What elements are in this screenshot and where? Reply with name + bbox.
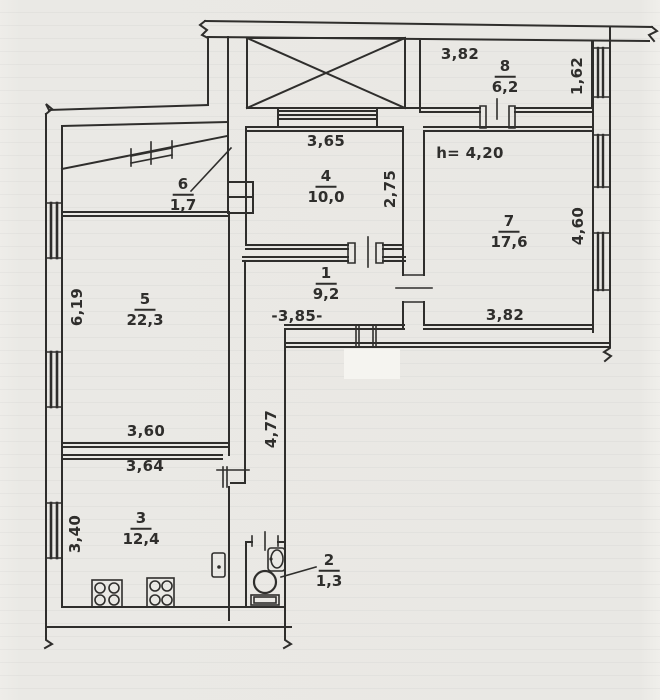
- dimension-label: 4,77: [262, 409, 280, 449]
- windows: [45, 46, 611, 560]
- door-marks: [216, 98, 516, 551]
- fixtures: [91, 547, 286, 608]
- room-number: 4: [315, 167, 337, 188]
- room-number: 6: [172, 175, 194, 196]
- dimension-label: 3,64: [125, 457, 165, 475]
- dimension-label: 3,60: [126, 422, 166, 440]
- dimension-label: 3,65: [306, 132, 346, 150]
- room-label-8: 8 6,2: [491, 57, 519, 97]
- room-label-5: 5 22,3: [126, 290, 164, 330]
- stove-icon: [91, 579, 123, 608]
- right-wall-windows: [592, 46, 611, 292]
- whiteout-patch: [344, 349, 400, 379]
- dimension-label: 2,75: [381, 169, 399, 209]
- stove-icon: [146, 577, 175, 608]
- room-label-6: 6 1,7: [169, 175, 197, 215]
- room-area: 17,6: [490, 233, 528, 251]
- room-label-4: 4 10,0: [307, 167, 345, 207]
- room-label-2: 2 1,3: [315, 551, 343, 591]
- room-area: 1,3: [315, 572, 343, 590]
- dimension-label: 4,60: [569, 206, 587, 246]
- room-number: 8: [494, 57, 516, 78]
- balcony-window: [130, 140, 173, 167]
- room-area: 6,2: [491, 78, 519, 96]
- room-number: 1: [315, 264, 337, 285]
- room-number: 3: [130, 509, 152, 530]
- kitchen-sink-icon: [211, 552, 226, 578]
- toilet-icon: [250, 569, 280, 606]
- room-label-7: 7 17,6: [490, 212, 528, 252]
- room-area: 22,3: [126, 311, 164, 329]
- room-number: 7: [498, 212, 520, 233]
- room-area: 12,4: [122, 530, 160, 548]
- leader-lines: [189, 146, 317, 578]
- dimension-label: -3,85-: [271, 307, 323, 325]
- room-label-3: 3 12,4: [122, 509, 160, 549]
- room-number: 5: [134, 290, 156, 311]
- room-number: 2: [318, 551, 340, 572]
- room-area: 10,0: [307, 188, 345, 206]
- room-area: 9,2: [312, 285, 340, 303]
- dimension-label: 3,82: [485, 306, 525, 324]
- dimension-label: 3,82: [440, 45, 480, 63]
- dimension-label: 1,62: [568, 56, 586, 96]
- room-area: 1,7: [169, 196, 197, 214]
- elevator-shaft-icon: [245, 36, 421, 128]
- ceiling-height-note: h= 4,20: [436, 144, 504, 162]
- wash-basin-icon: [267, 547, 286, 572]
- dimension-label: 6,19: [68, 287, 86, 327]
- left-wall-windows: [45, 201, 63, 560]
- dimension-label: 3,40: [66, 514, 84, 554]
- room-label-1: 1 9,2: [312, 264, 340, 304]
